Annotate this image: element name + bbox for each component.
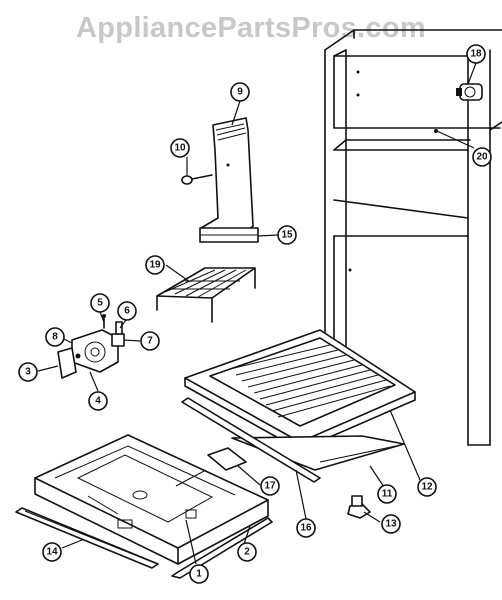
callout-8[interactable]: 8 — [45, 327, 65, 347]
callout-4[interactable]: 4 — [88, 391, 108, 411]
callout-label: 18 — [470, 49, 482, 60]
callout-3[interactable]: 3 — [18, 362, 38, 382]
cabinet-drawing — [324, 29, 502, 446]
callout-6[interactable]: 6 — [117, 301, 137, 321]
callout-label: 6 — [124, 306, 130, 317]
part-13 — [347, 495, 371, 519]
callout-13[interactable]: 13 — [381, 514, 401, 534]
callout-label: 15 — [281, 230, 293, 241]
callout-15[interactable]: 15 — [277, 225, 297, 245]
callout-label: 4 — [95, 396, 101, 407]
callout-5[interactable]: 5 — [90, 293, 110, 313]
callout-2[interactable]: 2 — [237, 542, 257, 562]
callout-label: 11 — [382, 489, 393, 500]
callout-10[interactable]: 10 — [170, 138, 190, 158]
callout-label: 9 — [237, 87, 243, 98]
callout-16[interactable]: 16 — [296, 518, 316, 538]
callout-7[interactable]: 7 — [140, 331, 160, 351]
part-19 — [156, 267, 256, 323]
part-17 — [207, 447, 247, 471]
callout-label: 16 — [300, 523, 312, 534]
callout-label: 13 — [385, 519, 397, 530]
callout-12[interactable]: 12 — [417, 477, 437, 497]
callout-9[interactable]: 9 — [230, 82, 250, 102]
part-12 — [184, 329, 416, 451]
callout-label: 14 — [46, 547, 58, 558]
callout-19[interactable]: 19 — [145, 255, 165, 275]
callout-label: 3 — [25, 367, 31, 378]
fan-assembly — [57, 314, 125, 379]
callout-label: 7 — [147, 336, 153, 347]
callout-17[interactable]: 17 — [260, 476, 280, 496]
leader-lines — [37, 62, 477, 565]
callout-label: 20 — [476, 152, 488, 163]
watermark-text: AppliancePartsPros.com — [76, 12, 426, 44]
callout-14[interactable]: 14 — [42, 542, 62, 562]
callout-label: 19 — [149, 260, 161, 271]
callout-label: 1 — [196, 569, 202, 580]
callout-label: 12 — [421, 482, 433, 493]
part-14 — [15, 507, 159, 569]
callout-label: 5 — [97, 298, 103, 309]
callout-20[interactable]: 20 — [472, 147, 492, 167]
part-2 — [171, 517, 273, 579]
callout-18[interactable]: 18 — [466, 44, 486, 64]
callout-label: 17 — [264, 481, 276, 492]
part-16 — [181, 397, 321, 483]
part-9 — [199, 117, 259, 243]
part-18 — [456, 83, 483, 101]
callout-label: 10 — [174, 143, 186, 154]
part-1 — [34, 434, 269, 565]
callout-1[interactable]: 1 — [189, 564, 209, 584]
part-10 — [181, 174, 213, 185]
callout-label: 8 — [52, 332, 58, 343]
callout-11[interactable]: 11 — [377, 484, 397, 504]
callout-label: 2 — [244, 547, 250, 558]
